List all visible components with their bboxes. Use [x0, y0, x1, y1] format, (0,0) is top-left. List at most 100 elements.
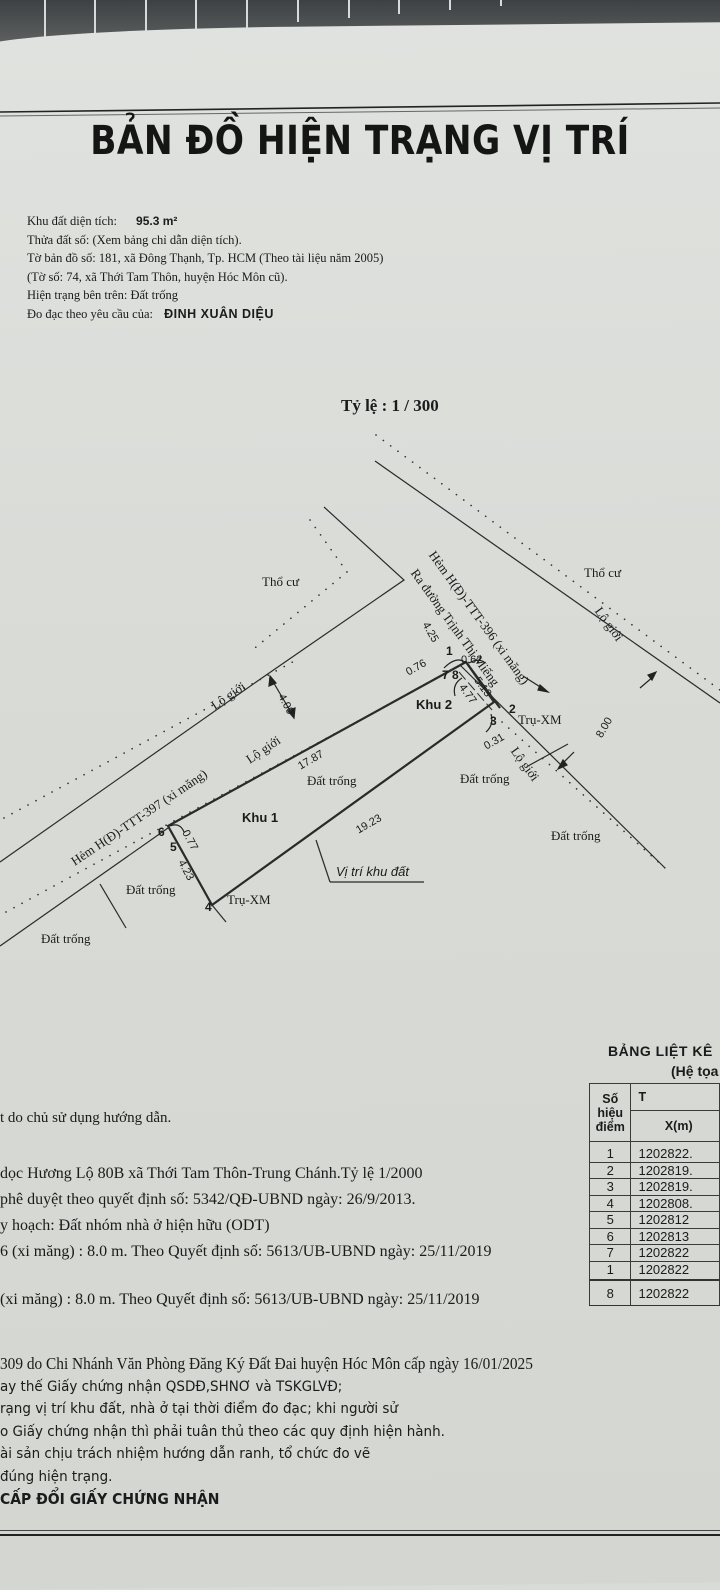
cell-x: 1202808.	[630, 1194, 720, 1212]
cell-point: 6	[588, 1227, 632, 1245]
area-label: Khu đất diện tích:	[27, 214, 117, 228]
angle-arc-1b	[468, 659, 485, 664]
table-row-footer: 8 1202822	[588, 1279, 720, 1306]
dim-0-62: 0.62	[461, 654, 483, 666]
point-4: 4	[205, 900, 212, 914]
note-line-5: 6 (xi măng) : 8.0 m. Theo Quyết định số:…	[0, 1243, 492, 1260]
lo-gioi-dotted-lower-right	[501, 721, 666, 869]
cert-note-4: o Giấy chứng nhận thì phải tuân thủ theo…	[0, 1423, 445, 1440]
parcel-edge-1-2	[465, 661, 501, 709]
background-grid-line	[195, 0, 197, 40]
background-grid-line	[348, 0, 350, 18]
cell-x: 1202812	[630, 1211, 720, 1229]
area-row: Khu đất diện tích: 95.3 m²	[27, 212, 383, 231]
angle-arc-6	[169, 824, 185, 833]
requested-by-label: Đo đạc theo yêu cầu của:	[27, 306, 153, 321]
notes-section: t do chủ sử dụng hướng dẫn. dọc Hương Lộ…	[0, 1105, 492, 1313]
cell-x: 1202819.	[630, 1161, 720, 1179]
lo-gioi-dotted-corner	[249, 519, 349, 653]
document-title: BẢN ĐỒ HIỆN TRẠNG VỊ TRÍ	[90, 118, 630, 164]
label-dat-trong-center: Đất trống	[307, 773, 357, 788]
label-khu-1: Khu 1	[242, 810, 279, 825]
top-border-rule	[0, 102, 720, 117]
background-grid-line	[44, 0, 46, 48]
road-397-edge-lower	[0, 827, 169, 947]
lo-gioi-dotted-upper-right	[375, 434, 720, 691]
angle-arc-3	[485, 713, 493, 733]
bottom-border-rule-thick	[0, 1534, 720, 1536]
background-grid-line	[500, 0, 502, 6]
leader-dat-trong-left	[99, 883, 127, 929]
map-sheet-row: Tờ bản đồ số: 181, xã Đông Thạnh, Tp. HC…	[27, 251, 384, 266]
cell-x: 1202822	[630, 1244, 720, 1262]
angle-arc-7	[453, 677, 463, 697]
label-tho-cu-left: Thổ cư	[262, 574, 300, 589]
leader-vi-tri	[315, 839, 331, 883]
cell-point: 2	[588, 1161, 632, 1179]
background-grid-line	[398, 0, 400, 14]
cell-point: 5	[588, 1211, 632, 1229]
label-tru-xm-4: Trụ-XM	[227, 892, 271, 907]
background-grid-line	[449, 0, 451, 10]
header-x: X(m)	[630, 1110, 720, 1142]
header-point-no-line2: điểm	[595, 1119, 625, 1134]
site-map-drawing	[0, 434, 720, 947]
current-status-label: Hiện trạng bên trên:	[27, 288, 128, 303]
label-dat-trong-bottom: Đất trống	[126, 882, 176, 897]
label-dat-trong-far-left: Đất trống	[41, 931, 91, 946]
header-point-no: Số hiệu điểm	[588, 1083, 632, 1142]
note-line-6: (xi măng) : 8.0 m. Theo Quyết định số: 5…	[0, 1291, 480, 1308]
label-dat-trong-right-lower: Đất trống	[551, 828, 601, 843]
background-grid-line	[246, 0, 248, 32]
parcel-row: Thửa đất số: (Xem bảng chỉ dẫn diện tích…	[27, 232, 242, 247]
leader-dat-trong-right	[527, 743, 569, 767]
cert-note-6: đúng hiện trạng.	[0, 1468, 113, 1485]
label-vi-tri-khu-dat: Vị trí khu đất	[336, 864, 409, 879]
note-line-4: y hoạch: Đất nhóm nhà ở hiện hữu (ODT)	[0, 1217, 270, 1234]
road-396-edge-upper	[374, 460, 720, 704]
coordinate-table-subtitle: (Hệ tọa	[671, 1063, 719, 1079]
requested-by-row: Đo đạc theo yêu cầu của: ĐINH XUÂN DIỆU	[27, 305, 383, 324]
point-5: 5	[170, 840, 177, 854]
cell-point: 1	[588, 1141, 632, 1163]
angle-arc-1	[443, 659, 466, 669]
point-8: 8	[452, 668, 459, 682]
adjacent-lot-boundary	[258, 506, 405, 681]
parcel-info: Khu đất diện tích: 95.3 m² Thửa đất số: …	[27, 212, 383, 324]
label-tho-cu-right: Thổ cư	[584, 565, 622, 580]
owner-name: ĐINH XUÂN DIỆU	[164, 306, 274, 321]
cert-note-3: rạng vị trí khu đất, nhà ở tại thời điểm…	[0, 1401, 398, 1417]
cert-note-2: ay thế Giấy chứng nhận QSDĐ,SHNƠ và TSKG…	[0, 1378, 343, 1395]
parcel-edge-extension	[211, 904, 227, 923]
cert-note-1: 309 do Chi Nhánh Văn Phòng Đăng Ký Đất Đ…	[0, 1354, 533, 1373]
point-2: 2	[509, 702, 516, 716]
note-line-1: t do chủ sử dụng hướng dẫn.	[0, 1110, 172, 1126]
map-scale: Tỷ lệ : 1 / 300	[341, 396, 439, 415]
header-point-no-line1: Số hiệu	[597, 1091, 624, 1120]
cell-point: 7	[588, 1244, 632, 1262]
road-397-edge-upper	[0, 679, 260, 863]
label-tru-xm-2: Trụ-XM	[518, 712, 562, 727]
bottom-border-rule	[0, 1530, 720, 1531]
background-grid-line	[297, 0, 299, 22]
label-khu-2: Khu 2	[416, 697, 453, 712]
point-6: 6	[158, 825, 165, 839]
certificate-notes: 309 do Chi Nhánh Văn Phòng Đăng Ký Đất Đ…	[0, 1353, 533, 1511]
label-dat-trong-right-upper: Đất trống	[460, 771, 510, 786]
note-line-3: phê duyệt theo quyết định số: 5342/QĐ-UB…	[0, 1191, 416, 1208]
cert-heading: CẤP ĐỔI GIẤY CHỨNG NHẬN	[0, 1490, 220, 1508]
arrow-4m	[271, 679, 293, 715]
old-sheet-row: (Tờ số: 74, xã Thới Tam Thôn, huyện Hóc …	[27, 269, 288, 284]
header-group: T	[630, 1083, 720, 1111]
background-grid-line	[94, 0, 96, 46]
current-status-value: Đất trống	[130, 288, 178, 303]
cell-x: 1202819.	[630, 1178, 720, 1196]
cell-x: 1202822	[630, 1260, 720, 1281]
background-grid-line	[145, 0, 147, 44]
